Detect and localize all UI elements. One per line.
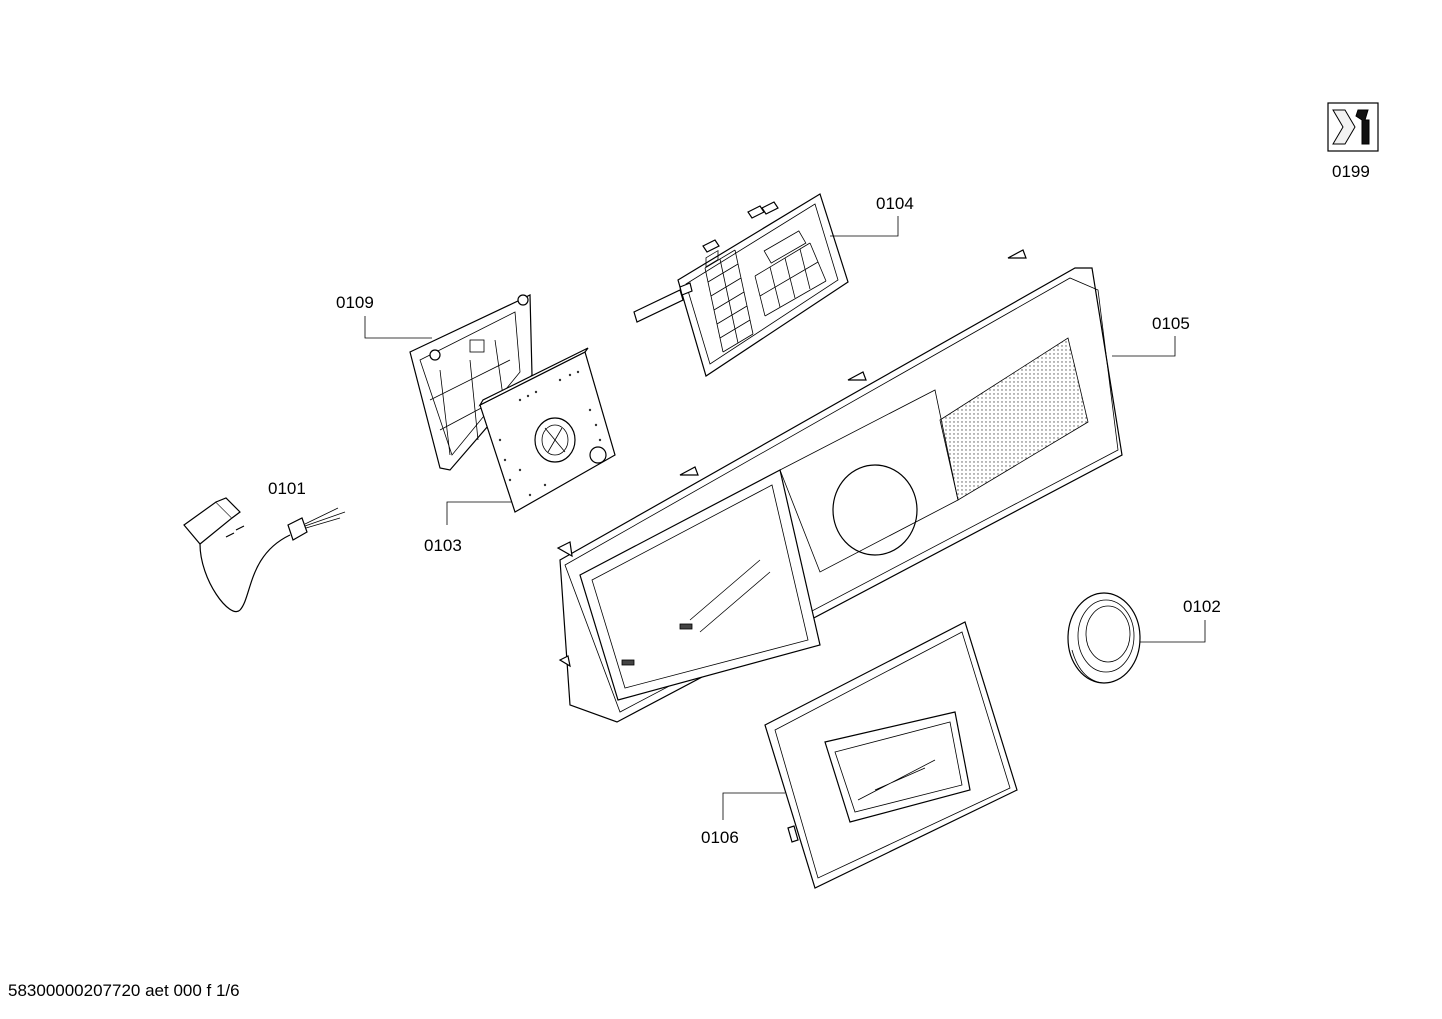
part-label-0105: 0105 [1152, 314, 1190, 333]
knob-ring [1067, 592, 1141, 684]
service-wrench-icon [1327, 102, 1379, 152]
display-module [633, 193, 849, 377]
power-cord [183, 497, 346, 613]
document-reference: 58300000207720 aet 000 f 1/6 [8, 981, 240, 1000]
part-label-0103: 0103 [424, 536, 462, 555]
part-label-0199: 0199 [1332, 162, 1370, 181]
mounting-bracket [409, 294, 533, 471]
part-label-0104: 0104 [876, 194, 914, 213]
part-label-0102: 0102 [1183, 597, 1221, 616]
detergent-drawer-handle [764, 621, 1018, 889]
part-label-0109: 0109 [336, 293, 374, 312]
control-pcb [478, 347, 616, 513]
part-label-0106: 0106 [701, 828, 739, 847]
part-label-0101: 0101 [268, 479, 306, 498]
leader-lines [364, 216, 1206, 820]
control-panel-fascia [556, 249, 1123, 723]
